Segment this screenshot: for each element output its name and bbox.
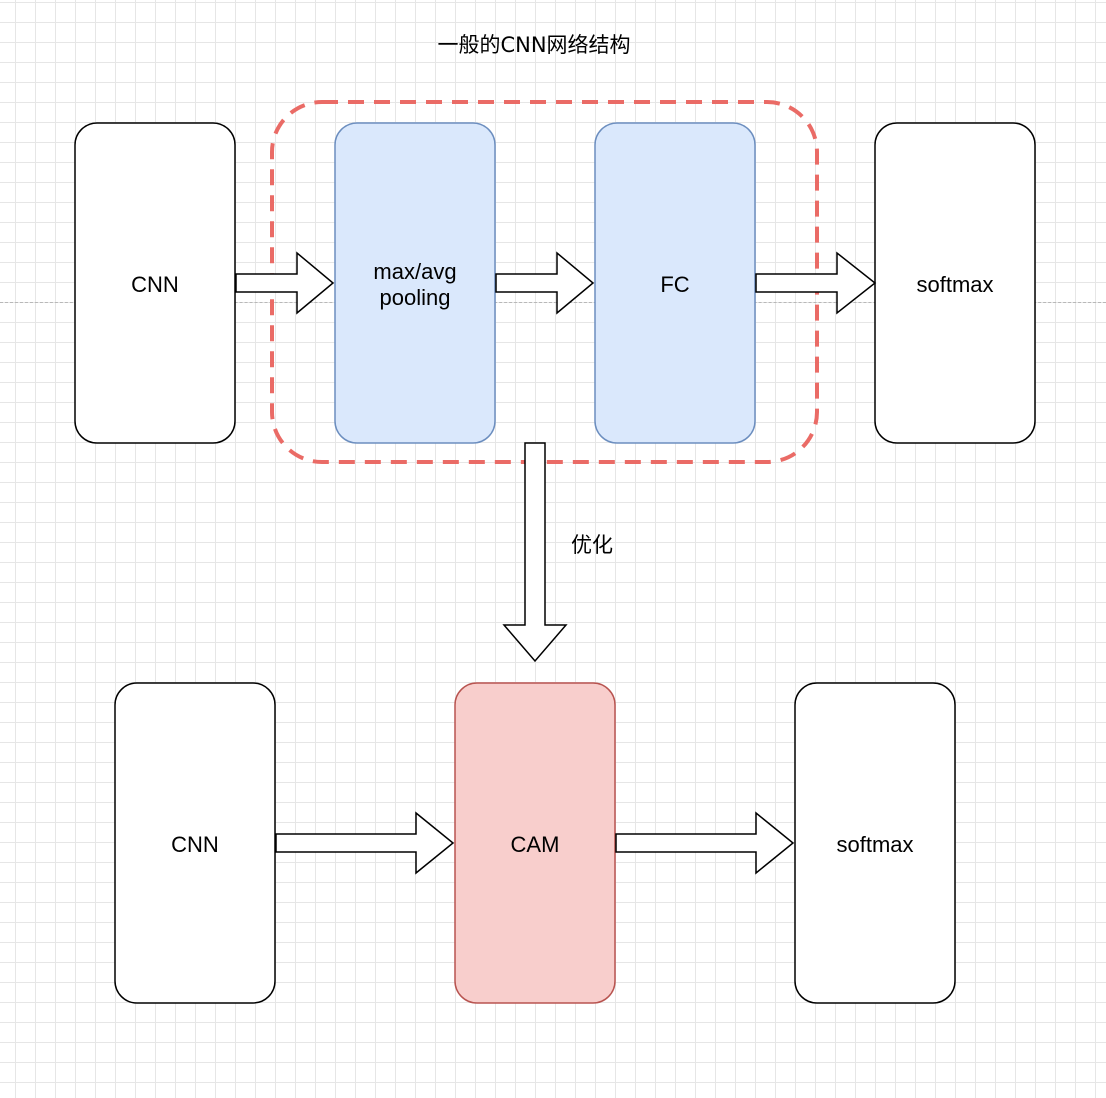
bottom-cam-box[interactable] (454, 682, 616, 1004)
bottom-cnn-label: CNN (171, 832, 219, 857)
optimize-down-arrow[interactable] (502, 442, 568, 663)
arrow-cnn-to-pooling[interactable] (235, 251, 335, 315)
top-pooling-label-line1: max/avg (373, 259, 456, 284)
bottom-cnn-box[interactable] (114, 682, 276, 1004)
top-cnn-box[interactable] (74, 122, 236, 444)
bottom-softmax-label: softmax (836, 832, 913, 857)
bottom-cnn-node[interactable]: CNN (114, 682, 276, 1004)
bottom-softmax-node[interactable]: softmax (794, 682, 956, 1004)
optimize-label: 优化 (571, 533, 613, 557)
top-pooling-box[interactable] (334, 122, 496, 444)
arrow-fc-to-softmax[interactable] (755, 251, 877, 315)
arrow-cam-to-softmax[interactable] (615, 811, 795, 875)
top-fc-label: FC (660, 272, 689, 297)
top-fc-box[interactable] (594, 122, 756, 444)
arrow-pooling-to-fc[interactable] (495, 251, 595, 315)
bottom-cam-label: CAM (511, 832, 560, 857)
bottom-softmax-box[interactable] (794, 682, 956, 1004)
top-pooling-label-line2: pooling (380, 285, 451, 310)
top-pooling-node[interactable]: max/avg pooling (334, 122, 496, 444)
bottom-cam-node[interactable]: CAM (454, 682, 616, 1004)
diagram-title: 一般的CNN网络结构 (437, 33, 630, 57)
top-cnn-label: CNN (131, 272, 179, 297)
top-softmax-node[interactable]: softmax (874, 122, 1036, 444)
top-fc-node[interactable]: FC (594, 122, 756, 444)
arrow-cnn-to-cam[interactable] (275, 811, 455, 875)
guide-line (0, 302, 1106, 303)
top-cnn-node[interactable]: CNN (74, 122, 236, 444)
top-softmax-label: softmax (916, 272, 993, 297)
